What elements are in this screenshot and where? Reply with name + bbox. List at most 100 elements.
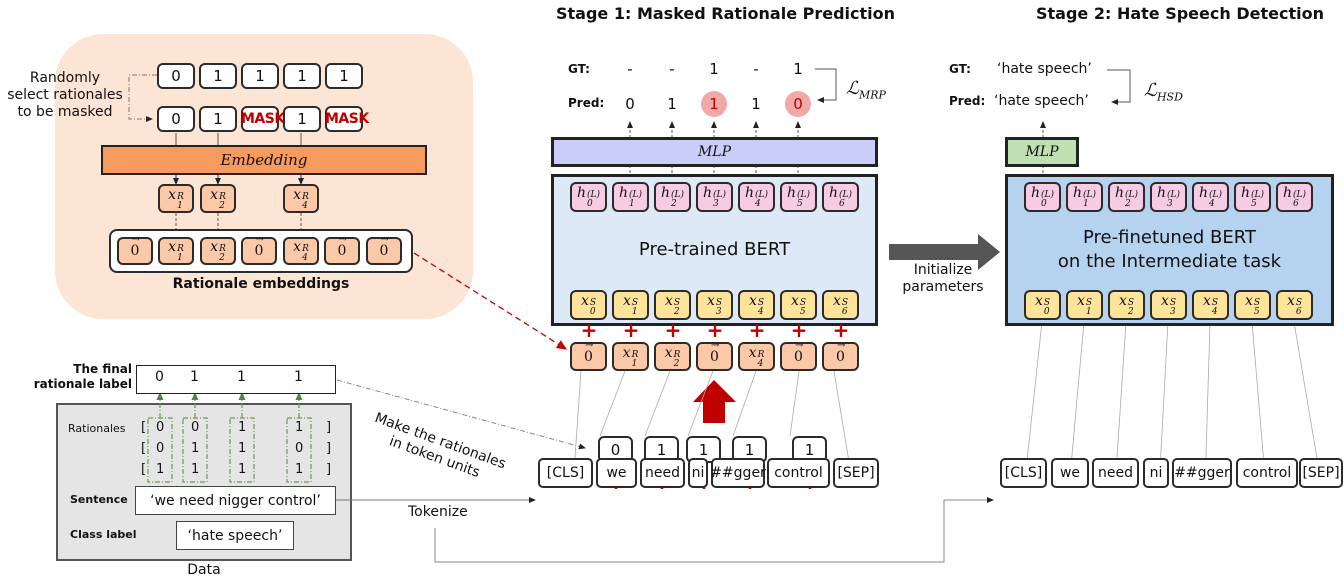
token-box: need	[1092, 458, 1139, 488]
plus-icon: +	[622, 318, 640, 342]
final-label-value: 1	[190, 369, 199, 385]
hsd-loss-bracket	[1107, 69, 1131, 105]
token-box: [CLS]	[538, 458, 593, 488]
hidden-state-box: h(L)1	[1066, 182, 1103, 212]
gt-value: 1	[793, 60, 803, 78]
tokenize-label: Tokenize	[408, 504, 468, 520]
rationale-value: 0	[156, 441, 165, 456]
plus-icon: +	[664, 318, 682, 342]
token-box: [SEP]	[833, 458, 879, 488]
hidden-state-box: h(L)0	[1024, 182, 1061, 212]
token-box: control	[767, 458, 830, 488]
masked-rationale-box: 0	[157, 106, 195, 132]
rationale-value: 1	[295, 420, 304, 435]
data-caption: Data	[187, 562, 221, 578]
rationale-value: 1	[295, 462, 304, 477]
pred-value: 1	[701, 91, 727, 117]
mask-selection-annotation: Randomly select rationales to be masked	[7, 70, 123, 120]
stage1-bert-label: Pre-trained BERT	[638, 239, 791, 260]
embedding-layer: Embedding	[101, 145, 427, 175]
gt-value: -	[627, 60, 633, 78]
rationale-embeddings-label: Rationale embeddings	[172, 276, 350, 292]
zero-embedding-box: 0→	[117, 234, 153, 265]
sentence-box: ‘we need nigger control’	[135, 486, 336, 515]
initialize-label: Initialize parameters	[902, 262, 984, 295]
stage2-title: Stage 2: Hate Speech Detection	[1036, 4, 1324, 23]
class-label-label: Class label	[70, 528, 137, 541]
original-rationale-box: 1	[199, 63, 237, 89]
hidden-state-box: h(L)3	[696, 182, 733, 212]
original-rationale-box: 1	[241, 63, 279, 89]
original-rationale-box: 1	[283, 63, 321, 89]
sentence-label: Sentence	[70, 493, 128, 506]
red-up-arrow	[693, 380, 736, 423]
final-label-value: 1	[237, 369, 246, 385]
rationale-value: 0	[295, 441, 304, 456]
hidden-state-box: h(L)6	[822, 182, 859, 212]
stage1-title: Stage 1: Masked Rationale Prediction	[556, 4, 896, 23]
zero-embedding-box: 0→	[822, 340, 859, 371]
masked-rationale-box: 1	[283, 106, 321, 132]
rationale-value: 1	[238, 420, 247, 435]
pred-value: 0	[625, 95, 635, 113]
hidden-state-box: h(L)4	[738, 182, 775, 212]
rationale-value: 0	[191, 420, 200, 435]
original-rationale-box: 1	[325, 63, 363, 89]
zero-embedding-box: 0→	[324, 234, 360, 265]
stage1-mlp: MLP	[551, 137, 878, 167]
stage2-pred-value: ‘hate speech’	[994, 93, 1089, 109]
rationale-value: 0	[156, 420, 165, 435]
token-box: need	[640, 458, 685, 488]
bracket-close: ]	[326, 462, 332, 477]
bracket-close: ]	[326, 441, 332, 456]
mask-token: MASK	[325, 111, 369, 127]
stage2-gt-label: GT:	[949, 62, 971, 76]
plus-icon: +	[748, 318, 766, 342]
hidden-state-box: h(L)3	[1150, 182, 1187, 212]
token-box: ##gger	[1172, 458, 1232, 488]
pred-value: 0	[785, 91, 811, 117]
gt-value: 1	[709, 60, 719, 78]
class-label-box: ‘hate speech’	[176, 521, 294, 550]
gt-value: -	[753, 60, 759, 78]
masked-rationale-box: MASK	[241, 106, 285, 132]
token-box: [SEP]	[1299, 458, 1343, 488]
hidden-state-box: h(L)5	[780, 182, 817, 212]
pred-value: 1	[667, 95, 677, 113]
rationale-value: 1	[191, 441, 200, 456]
token-box: ##gger	[710, 458, 766, 488]
mrp-loss: ℒMRP	[846, 78, 886, 102]
token-box: [CLS]	[1000, 458, 1047, 488]
zero-embedding-box: 0→	[570, 340, 607, 371]
stage2-bert-label: Pre-finetuned BERT on the Intermediate t…	[1057, 227, 1282, 272]
gt-value: -	[669, 60, 675, 78]
token-box: control	[1236, 458, 1298, 488]
rationale-value: 1	[238, 462, 247, 477]
original-rationale-box: 0	[157, 63, 195, 89]
pred-value: 1	[751, 95, 761, 113]
stage2-mlp: MLP	[1005, 137, 1079, 167]
plus-icon: +	[580, 318, 598, 342]
final-label-value: 1	[294, 369, 303, 385]
stage1-pred-label: Pred:	[568, 96, 605, 110]
masked-rationale-box: MASK	[325, 106, 369, 132]
hsd-loss: ℒHSD	[1144, 80, 1183, 104]
final-label-title: The final rationale label	[33, 362, 132, 391]
